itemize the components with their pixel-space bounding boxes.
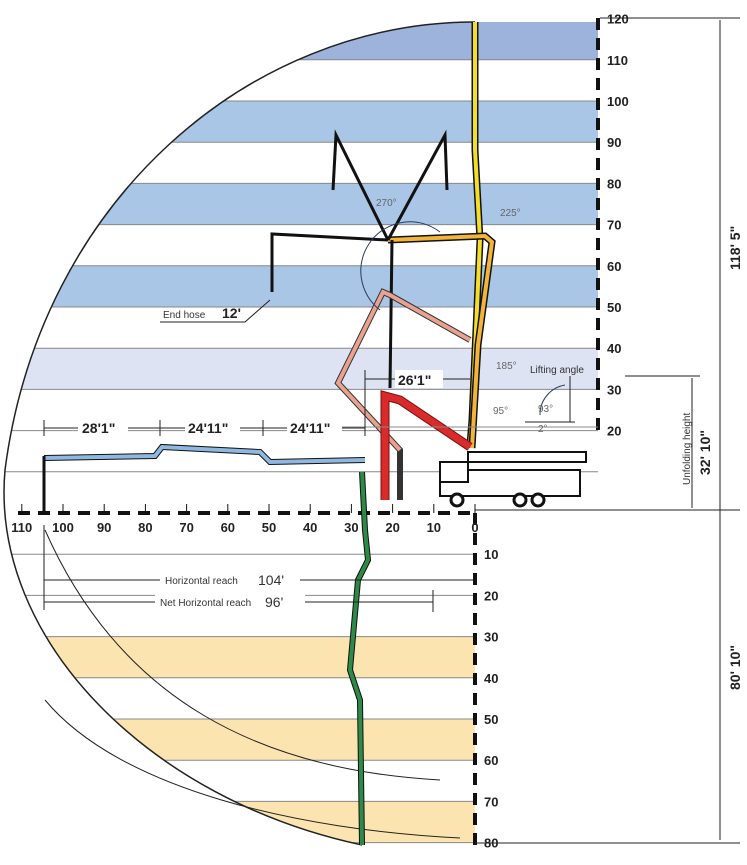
depth-tick-label: 60 xyxy=(484,753,498,768)
boom-pink xyxy=(335,289,471,452)
height-tick-label: 90 xyxy=(607,135,621,150)
height-tick-label: 20 xyxy=(607,424,621,439)
x-tick-label: 20 xyxy=(385,520,399,535)
depth-label: 80' 10" xyxy=(727,645,743,690)
depth-tick-label: 50 xyxy=(484,712,498,727)
x-tick-label: 90 xyxy=(97,520,111,535)
lifting-angle-arc xyxy=(539,384,566,416)
height-tick-label: 50 xyxy=(607,300,621,315)
depth-tick-label: 40 xyxy=(484,671,498,686)
height-tick-label: 110 xyxy=(607,53,628,68)
height-tick-label: 30 xyxy=(607,382,621,397)
inner-reach-arc xyxy=(44,529,441,781)
height-band xyxy=(4,101,598,143)
x-tick-label: 30 xyxy=(344,520,358,535)
angle-270: 270° xyxy=(376,198,397,209)
unfolding-height-value: 32' 10" xyxy=(697,430,713,475)
section-3-length: 24'11" xyxy=(290,420,330,436)
height-tick-label: 70 xyxy=(607,218,621,233)
angle-95: 95° xyxy=(493,406,508,417)
height-tick-label: 40 xyxy=(607,341,621,356)
x-tick-label: 100 xyxy=(52,520,74,535)
depth-tick-label: 10 xyxy=(484,547,498,562)
x-tick-label: 40 xyxy=(303,520,317,535)
total-height-label: 118' 5" xyxy=(727,226,743,270)
lifting-angle-label: Lifting angle xyxy=(530,365,584,376)
inner-reach-arc-2 xyxy=(44,699,461,839)
x-tick-label: 0 xyxy=(471,520,478,535)
boom-horizontal xyxy=(43,444,366,465)
boom-fold-black xyxy=(270,232,389,292)
x-tick-label: 80 xyxy=(138,520,152,535)
boom-m-right xyxy=(386,129,449,241)
height-band xyxy=(4,265,598,307)
boom-orange xyxy=(387,233,495,449)
angle-2: 2° xyxy=(538,424,548,435)
angle-185: 185° xyxy=(496,361,517,372)
boom-m-left xyxy=(331,129,390,241)
depth-tick-label: 30 xyxy=(484,630,498,645)
height-band xyxy=(4,22,598,60)
net-horizontal-reach-caption: Net Horizontal reach xyxy=(160,598,251,609)
depth-band xyxy=(4,636,475,678)
angle-93: 93° xyxy=(538,404,553,415)
x-tick-label: 50 xyxy=(262,520,276,535)
x-tick-label: 70 xyxy=(179,520,193,535)
end-hose-caption: End hose xyxy=(163,310,206,321)
x-tick-label: 110 xyxy=(11,520,32,535)
section-2-length: 24'11" xyxy=(188,420,228,436)
end-hose-length: 12' xyxy=(222,305,241,321)
height-tick-label: 120 xyxy=(607,12,629,27)
x-tick-label: 60 xyxy=(221,520,235,535)
height-tick-label: 100 xyxy=(607,94,629,109)
depth-tick-label: 70 xyxy=(484,794,498,809)
depth-band xyxy=(4,719,475,761)
unfolding-height-caption: Unfolding height xyxy=(682,413,693,485)
offset-length: 26'1" xyxy=(398,372,431,388)
end-hose-leader xyxy=(160,299,271,323)
height-tick-label: 60 xyxy=(607,259,621,274)
section-1-length: 28'1" xyxy=(82,420,115,436)
angle-arc-270 xyxy=(360,221,441,311)
height-band xyxy=(4,348,598,390)
angle-225: 225° xyxy=(500,208,521,219)
reach-envelope-outline xyxy=(3,21,476,846)
boom-red xyxy=(381,391,472,500)
horizontal-reach-caption: Horizontal reach xyxy=(165,576,238,587)
depth-band xyxy=(4,801,475,843)
net-horizontal-reach-value: 96' xyxy=(265,594,283,610)
horizontal-reach-value: 104' xyxy=(258,572,284,588)
pump-truck xyxy=(439,451,587,508)
height-tick-label: 80 xyxy=(607,176,621,191)
x-tick-label: 10 xyxy=(427,520,441,535)
depth-tick-label: 20 xyxy=(484,588,498,603)
boom-black-drop xyxy=(388,239,394,389)
